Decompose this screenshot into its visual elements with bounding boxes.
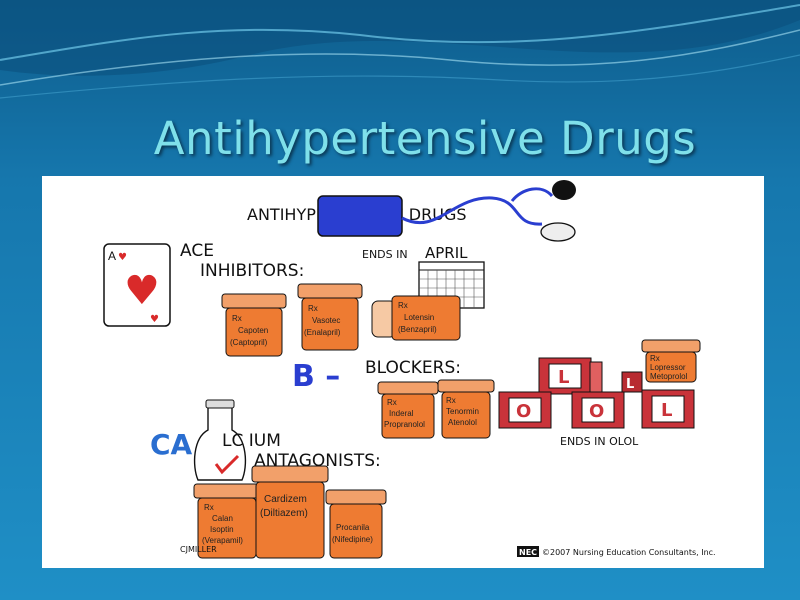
cartoon-illustration: ANTIHYPERTENSIVE DRUGS A ♥ ♥ ♥ ACE INHIB… [103, 180, 716, 559]
artist-signature: CJMILLER [180, 545, 217, 554]
ace-title-line2: INHIBITORS: [200, 261, 304, 281]
beta-title: BLOCKERS: [365, 358, 461, 378]
svg-text:Rx: Rx [232, 314, 242, 323]
nec-logo-text: NEC [519, 548, 537, 557]
block-l-right: L [641, 389, 695, 429]
bottle-inderal: Rx Inderal Propranolol [377, 381, 439, 439]
beta-mnemonic: ENDS IN OLOL [560, 435, 639, 448]
svg-text:(Verapamil): (Verapamil) [202, 536, 243, 545]
svg-text:Vasotec: Vasotec [312, 316, 340, 325]
svg-text:Rx: Rx [308, 304, 318, 313]
svg-text:Rx: Rx [204, 503, 214, 512]
ace-title-line1: ACE [180, 241, 214, 261]
svg-text:O: O [589, 401, 604, 422]
playing-card-ace-icon: A ♥ ♥ ♥ [103, 243, 171, 327]
svg-text:Inderal: Inderal [389, 409, 414, 418]
bottle-calan: Rx Calan Isoptin (Verapamil) [193, 483, 261, 559]
bottle-procanila: Procanila (Nifedipine) [325, 489, 387, 559]
svg-text:Procanila: Procanila [336, 523, 370, 532]
bottle-cardizem: Cardizem (Diltiazem) [251, 465, 329, 559]
figure-panel: ANTIHYPERTENSIVE DRUGS A ♥ ♥ ♥ ACE INHIB… [42, 176, 764, 568]
bottle-capoten: Rx Capoten (Captopril) [221, 293, 287, 357]
copyright-text: ©2007 Nursing Education Consultants, Inc… [542, 548, 716, 557]
svg-text:Capoten: Capoten [238, 326, 268, 335]
svg-text:Lotensin: Lotensin [404, 313, 434, 322]
letter-blocks: L O O L L [498, 357, 695, 429]
svg-text:Rx: Rx [398, 301, 408, 310]
block-l-top: L [538, 357, 603, 395]
blood-pressure-cuff-icon [317, 180, 576, 242]
svg-text:O: O [516, 401, 531, 422]
svg-text:Isoptin: Isoptin [210, 525, 234, 534]
svg-text:(Nifedipine): (Nifedipine) [332, 535, 373, 544]
block-o-left: O [498, 391, 552, 429]
svg-text:Tenormin: Tenormin [446, 407, 479, 416]
calcium-title-ca: CA [150, 428, 193, 461]
milk-bottle-icon [193, 399, 247, 481]
svg-text:(Captopril): (Captopril) [230, 338, 268, 347]
svg-text:L: L [626, 377, 634, 392]
svg-text:Rx: Rx [387, 398, 397, 407]
beta-title-prefix: B – [292, 359, 340, 394]
svg-text:(Benzapril): (Benzapril) [398, 325, 437, 334]
bottle-vasotec: Rx Vasotec (Enalapril) [297, 283, 363, 351]
block-l-back: L [621, 371, 643, 393]
svg-text:Atenolol: Atenolol [448, 418, 477, 427]
decorative-waves [0, 0, 800, 99]
svg-text:Propranolol: Propranolol [384, 420, 425, 429]
slide-title: Antihypertensive Drugs [153, 112, 697, 165]
card-rank: A [108, 249, 116, 263]
svg-text:♥: ♥ [118, 252, 127, 263]
svg-text:Rx: Rx [650, 354, 660, 363]
svg-text:Lopressor: Lopressor [650, 363, 686, 372]
svg-text:♥: ♥ [124, 268, 160, 314]
bottle-lotensin: Rx Lotensin (Benzapril) [371, 295, 461, 341]
svg-text:Calan: Calan [212, 514, 233, 523]
svg-text:♥: ♥ [150, 314, 159, 325]
svg-text:Metoprolol: Metoprolol [650, 372, 688, 381]
calcium-title-rest: LC IUM [222, 431, 281, 451]
svg-text:L: L [558, 367, 569, 388]
nec-logo [517, 546, 539, 557]
svg-text:Rx: Rx [446, 396, 456, 405]
svg-text:Cardizem: Cardizem [264, 494, 307, 505]
bottle-lopressor: Rx Lopressor Metoprolol [641, 339, 701, 383]
bottle-tenormin: Rx Tenormin Atenolol [437, 379, 495, 439]
svg-text:(Enalapril): (Enalapril) [304, 328, 341, 337]
svg-text:L: L [661, 400, 672, 421]
ace-mnemonic-word: APRIL [425, 244, 468, 262]
svg-text:(Diltiazem): (Diltiazem) [260, 508, 308, 519]
block-o-middle: O [571, 391, 625, 429]
ace-mnemonic-prefix: ENDS IN [362, 248, 408, 261]
